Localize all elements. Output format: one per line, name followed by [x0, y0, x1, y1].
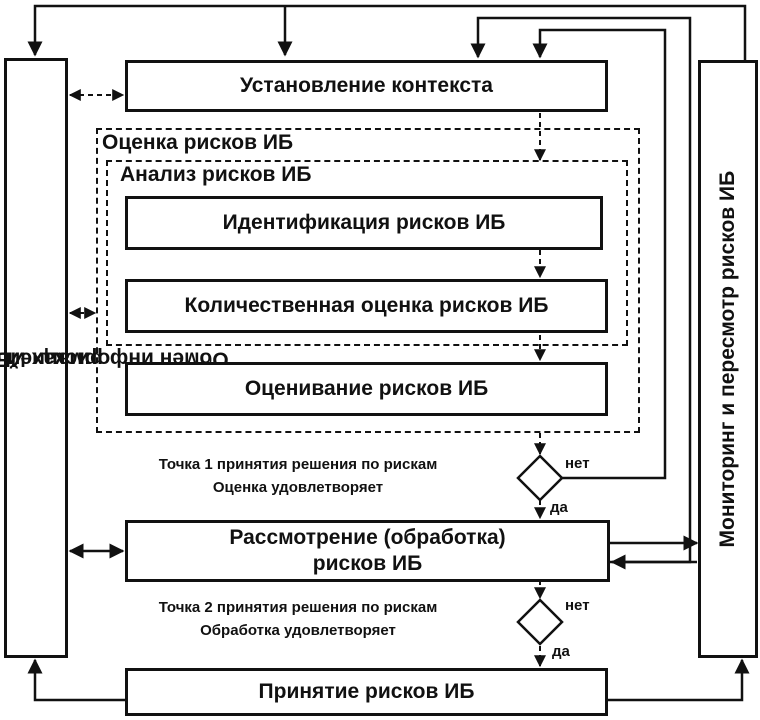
bottom-bus-left-line — [27, 658, 125, 702]
bottom-bus-right-line — [607, 658, 750, 702]
context-label: Установление контекста — [240, 73, 493, 97]
decision2-no-label: нет — [565, 597, 590, 614]
identification-label: Идентификация рисков ИБ — [222, 210, 506, 234]
quantitative-label: Количественная оценка рисков ИБ — [184, 293, 549, 317]
decision2-title: Точка 2 принятия решения по рискам — [158, 599, 438, 616]
monitoring-panel — [698, 60, 758, 658]
quantitative-box: Количественная оценка рисков ИБ — [125, 279, 608, 333]
treatment-label-line1: Рассмотрение (обработка) — [229, 525, 506, 549]
decision2-yes-label: да — [552, 643, 570, 660]
treatment-label-line2: рисков ИБ — [312, 552, 423, 575]
analysis-group — [106, 160, 628, 346]
decision1-no-label: нет — [565, 455, 590, 472]
evaluation-label: Оценивание рисков ИБ — [244, 376, 489, 400]
decision1-title: Точка 1 принятия решения по рискам — [158, 456, 438, 473]
decision-diamond-1 — [516, 454, 564, 502]
communication-panel — [4, 58, 68, 658]
loop1-line — [532, 28, 667, 480]
decision2-text: Точка 2 принятия решения по рискам Обраб… — [88, 597, 508, 642]
evaluation-box: Оценивание рисков ИБ — [125, 362, 608, 416]
decision-diamond-2 — [516, 598, 564, 646]
decision1-condition: Оценка удовлетворяет — [212, 478, 384, 496]
identification-box: Идентификация рисков ИБ — [125, 196, 603, 250]
decision1-yes-label: да — [550, 499, 568, 516]
assessment-group — [96, 128, 640, 433]
treatment-box: Рассмотрение (обработка) рисков ИБ — [125, 520, 610, 582]
monitoring-label: Мониторинг и пересмотр рисков ИБ — [698, 60, 758, 658]
top-bus-line — [27, 4, 747, 60]
decision1-text: Точка 1 принятия решения по рискам Оценк… — [88, 454, 508, 499]
decision2-condition: Обработка удовлетворяет — [200, 621, 396, 639]
context-box: Установление контекста — [125, 60, 608, 112]
analysis-group-label: Анализ рисков ИБ — [120, 163, 312, 186]
assessment-group-label: Оценка рисков ИБ — [102, 131, 294, 154]
monitoring-label-text: Мониторинг и пересмотр рисков ИБ — [715, 170, 739, 548]
acceptance-label: Принятие рисков ИБ — [258, 679, 475, 703]
communication-label: Обмен информацией (коммуникация) о риска… — [0, 58, 228, 658]
acceptance-box: Принятие рисков ИБ — [125, 668, 608, 716]
